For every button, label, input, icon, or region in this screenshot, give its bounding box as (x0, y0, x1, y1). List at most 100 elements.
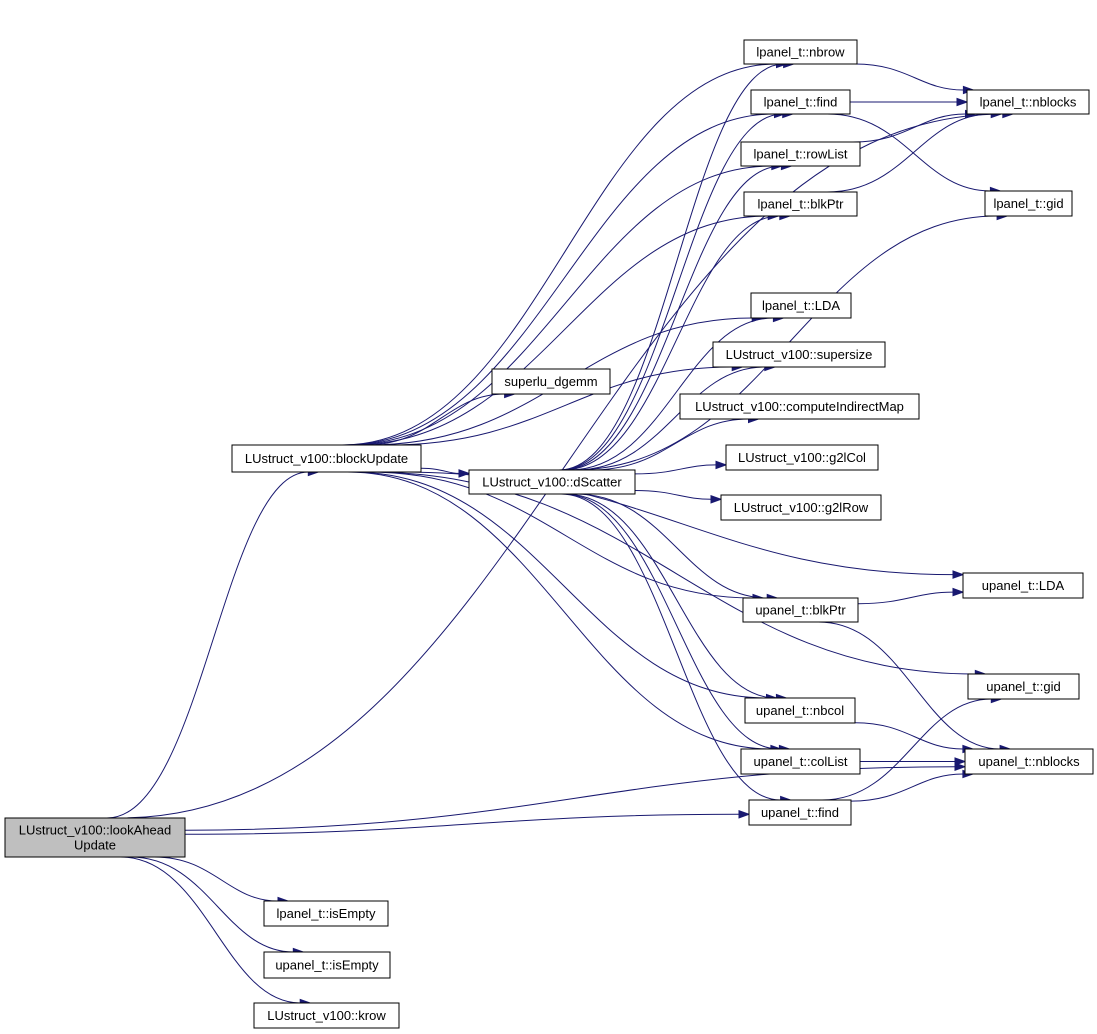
edge-line (852, 113, 966, 143)
node-label: LUstruct_v100::g2lCol (738, 450, 866, 465)
edge-lpanel-find-to-lpanel-nblocks (850, 97, 969, 107)
node-label: upanel_t::colList (754, 754, 848, 769)
node-lpanel-blk-ptr[interactable]: lpanel_t::blkPtr (743, 191, 858, 217)
edge-d-scatter-to-g2l-col (634, 460, 728, 475)
node-lpanel-gid[interactable]: lpanel_t::gid (984, 190, 1073, 217)
edge-line (562, 493, 780, 750)
edge-arrowhead (458, 469, 471, 478)
node-g2l-col[interactable]: LUstruct_v100::g2lCol (725, 444, 879, 471)
edge-line (344, 113, 775, 446)
edge-arrowhead (715, 460, 728, 470)
node-box (750, 89, 851, 115)
node-label: upanel_t::nbcol (756, 703, 844, 718)
node-box (740, 141, 861, 167)
edge-line (106, 471, 309, 819)
edge-look-ahead-update-to-krow (120, 856, 312, 1008)
node-supersize[interactable]: LUstruct_v100::supersize (712, 341, 886, 368)
edge-d-scatter-to-lpanel-blk-ptr (562, 211, 792, 471)
edge-arrowhead (954, 757, 967, 766)
node-box (984, 190, 1073, 217)
node-upanel-col-list[interactable]: upanel_t::colList (740, 748, 861, 775)
node-d-scatter[interactable]: LUstruct_v100::dScatter (468, 469, 636, 495)
node-upanel-gid[interactable]: upanel_t::gid (967, 673, 1080, 700)
node-box (742, 597, 859, 623)
edge-line (560, 493, 781, 801)
call-edges (106, 59, 1015, 1008)
node-box (263, 900, 389, 927)
edge-line (184, 813, 740, 835)
node-label: LUstruct_v100::dScatter (482, 475, 622, 490)
node-label: Update (74, 838, 116, 853)
edge-arrowhead (954, 762, 967, 772)
node-box (740, 748, 861, 775)
node-upanel-lda[interactable]: upanel_t::LDA (962, 572, 1084, 599)
node-upanel-is-empty[interactable]: upanel_t::isEmpty (263, 951, 391, 979)
edge-line (575, 493, 768, 599)
edge-arrowhead (710, 494, 723, 504)
node-box (263, 951, 391, 979)
node-label: upanel_t::isEmpty (275, 958, 379, 973)
node-label: LUstruct_v100::supersize (726, 347, 873, 362)
edge-line (351, 471, 767, 699)
node-box (967, 673, 1080, 700)
edge-d-scatter-to-g2l-row (634, 490, 723, 504)
node-label: lpanel_t::nbrow (756, 45, 845, 60)
node-label: LUstruct_v100::g2lRow (734, 500, 869, 515)
node-compute-indirect-map[interactable]: LUstruct_v100::computeIndirectMap (679, 393, 920, 420)
node-box (750, 292, 852, 319)
edge-line (827, 113, 992, 193)
node-box (748, 799, 852, 826)
node-label: upanel_t::nblocks (978, 754, 1080, 769)
edge-line (575, 366, 765, 471)
node-lpanel-row-list[interactable]: lpanel_t::rowList (740, 141, 861, 167)
edge-block-update-to-d-scatter (420, 467, 471, 478)
node-box (4, 817, 186, 858)
edge-upanel-blk-ptr-to-upanel-lda (857, 587, 965, 605)
edge-line (558, 63, 784, 471)
node-label: lpanel_t::blkPtr (758, 197, 845, 212)
node-upanel-nbcol[interactable]: upanel_t::nbcol (744, 697, 856, 724)
call-nodes: LUstruct_v100::lookAheadUpdateLUstruct_v… (4, 39, 1094, 1029)
node-krow[interactable]: LUstruct_v100::krow (253, 1002, 400, 1029)
edge-lpanel-row-list-to-lpanel-nblocks (852, 109, 977, 143)
edge-line (387, 366, 733, 446)
edge-line (351, 215, 769, 446)
node-label: upanel_t::LDA (982, 578, 1065, 593)
node-lpanel-nbrow[interactable]: lpanel_t::nbrow (743, 39, 858, 65)
node-box (962, 572, 1084, 599)
node-lpanel-find[interactable]: lpanel_t::find (750, 89, 851, 115)
node-block-update[interactable]: LUstruct_v100::blockUpdate (231, 444, 422, 473)
node-superlu-dgemm[interactable]: superlu_dgemm (491, 368, 611, 395)
node-g2l-row[interactable]: LUstruct_v100::g2lRow (720, 494, 882, 521)
edge-line (857, 591, 954, 605)
node-box (966, 89, 1090, 115)
node-lpanel-lda[interactable]: lpanel_t::LDA (750, 292, 852, 319)
node-box (253, 1002, 400, 1029)
node-lpanel-nblocks[interactable]: lpanel_t::nblocks (966, 89, 1090, 115)
node-label: lpanel_t::gid (993, 196, 1063, 211)
edge-arrowhead (952, 570, 965, 579)
node-label: lpanel_t::find (764, 95, 838, 110)
edge-arrowhead (952, 587, 965, 597)
node-upanel-nblocks[interactable]: upanel_t::nblocks (964, 748, 1094, 775)
edge-look-ahead-update-to-upanel-find (184, 809, 751, 835)
node-label: superlu_dgemm (504, 374, 597, 389)
node-box (725, 444, 879, 471)
edge-line (130, 856, 294, 953)
node-label: upanel_t::find (761, 805, 839, 820)
edge-upanel-find-to-upanel-nblocks (850, 769, 975, 802)
node-box (720, 494, 882, 521)
node-label: LUstruct_v100::krow (267, 1008, 386, 1023)
edge-lpanel-nbrow-to-lpanel-nblocks (855, 63, 975, 95)
edge-line (120, 856, 301, 1004)
node-lpanel-is-empty[interactable]: lpanel_t::isEmpty (263, 900, 389, 927)
edge-line (568, 317, 774, 471)
node-box (712, 341, 886, 368)
edge-arrowhead (738, 809, 751, 819)
edge-line (562, 215, 780, 471)
node-label: lpanel_t::isEmpty (277, 906, 376, 921)
node-upanel-blk-ptr[interactable]: upanel_t::blkPtr (742, 597, 859, 623)
node-upanel-find[interactable]: upanel_t::find (748, 799, 852, 826)
